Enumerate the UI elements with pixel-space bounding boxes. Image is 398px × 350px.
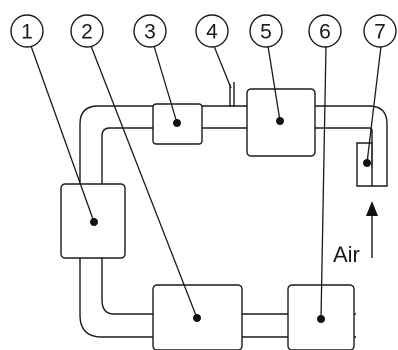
dot-1	[90, 218, 98, 226]
callout-6: 6	[308, 14, 342, 48]
callout-6-label: 6	[319, 21, 331, 44]
callout-3: 3	[133, 14, 167, 48]
callout-4-label: 4	[206, 21, 218, 44]
dot-6	[317, 315, 325, 323]
leader-3	[153, 45, 178, 124]
leader-4	[213, 45, 232, 89]
callout-5-label: 5	[260, 21, 272, 44]
dot-2	[193, 314, 201, 322]
callout-7-label: 7	[374, 21, 386, 44]
leader-dots	[90, 117, 371, 323]
callout-4: 4	[195, 14, 229, 48]
component-4-probe	[229, 82, 235, 107]
callout-3-label: 3	[144, 21, 156, 44]
component-boxes	[60, 82, 355, 350]
callouts: 1 2 3 4 5 6 7	[10, 14, 397, 48]
air-arrow-head-icon	[366, 201, 378, 216]
dot-3	[173, 119, 181, 127]
dot-5	[276, 117, 284, 125]
leader-lines	[30, 45, 382, 320]
callout-7: 7	[363, 14, 397, 48]
air-label: Air	[333, 242, 360, 267]
dot-7	[363, 159, 371, 167]
leader-6	[320, 45, 327, 320]
air-inlet-indicator: Air	[333, 201, 378, 267]
leader-1	[30, 45, 95, 223]
callout-1: 1	[10, 14, 44, 48]
leader-5	[267, 45, 281, 122]
duct-outlet-cap	[356, 142, 373, 187]
duct-outer-wall	[79, 105, 388, 338]
callout-1-label: 1	[21, 21, 33, 44]
leader-7	[366, 45, 382, 164]
callout-2: 2	[70, 14, 104, 48]
leader-2	[90, 45, 198, 319]
callout-2-label: 2	[81, 21, 93, 44]
callout-5: 5	[249, 14, 283, 48]
